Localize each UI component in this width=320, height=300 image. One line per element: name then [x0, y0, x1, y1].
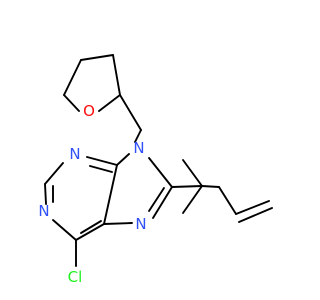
- bond-n3-c2: [44, 162, 64, 185]
- bond-n7-c5: [103, 222, 133, 225]
- bond-c2-n1: [44, 183, 47, 205]
- bond-thf-1: [63, 59, 82, 96]
- bond-thf-3: [112, 54, 121, 96]
- bond-ch2-ch: [218, 186, 237, 215]
- oxygen-atom: O: [83, 102, 95, 120]
- bond-quat-methyl-top: [182, 159, 203, 187]
- nitrogen-atom-n7: N: [135, 215, 146, 233]
- bond-c8-n7: [152, 186, 173, 219]
- nitrogen-atom-n1: N: [38, 202, 49, 220]
- bond-c4-n3-inner: [89, 165, 113, 173]
- nitrogen-atom-n9: N: [133, 139, 144, 157]
- bond-thf-4: [98, 94, 121, 112]
- bond-c6-c5-inner: [80, 220, 102, 234]
- atom-labels: O N N N N Cl: [38, 102, 146, 286]
- bond-ch2-b: [134, 129, 142, 143]
- bond-thf-2: [80, 54, 114, 61]
- bond-vinyl: [235, 200, 270, 215]
- bond-c5-c4: [103, 164, 118, 225]
- chlorine-atom: Cl: [68, 268, 83, 286]
- bond-n9-c8: [148, 157, 173, 188]
- bond-c8-quat: [171, 185, 203, 188]
- nitrogen-atom-n3: N: [69, 145, 80, 163]
- bond-c4-n9: [116, 153, 130, 166]
- bond-c8-n7-inner: [148, 187, 165, 212]
- bond-thf-5: [63, 94, 80, 112]
- bond-vinyl-inner: [238, 207, 273, 223]
- bonds: [44, 54, 273, 267]
- molecule-structure: O N N N N Cl: [38, 54, 273, 286]
- bond-n1-c6: [52, 219, 77, 241]
- bond-quat-ch2: [201, 185, 220, 188]
- bond-ch2-a: [119, 94, 142, 131]
- bond-quat-methyl-bottom: [182, 185, 203, 214]
- bond-c6-c5: [75, 223, 105, 241]
- bond-c4-n3: [86, 156, 118, 166]
